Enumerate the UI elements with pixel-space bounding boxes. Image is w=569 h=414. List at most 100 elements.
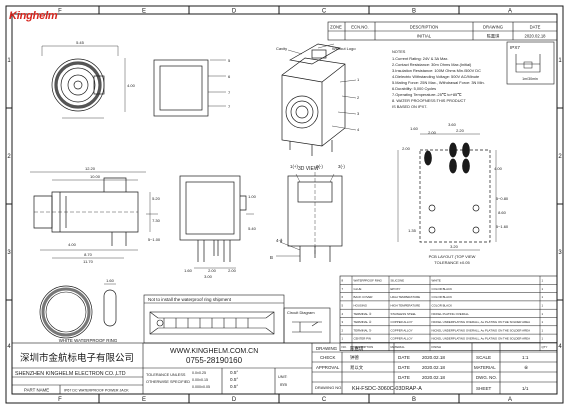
col-label: A <box>508 9 512 15</box>
note-line: 3.Insulation Resistance: 100M Ohms Min./… <box>392 68 481 73</box>
bom-cell: COLOR BLACK <box>432 287 453 291</box>
bom-cell: EPOXY <box>391 287 401 291</box>
col-label: D <box>232 397 237 403</box>
dim-label: 3.60 <box>448 122 457 127</box>
side-top-view <box>153 59 226 117</box>
company-cn: 深圳市金航标电子有限公司 <box>20 352 134 364</box>
dim-label: 5~0.80 <box>496 196 509 201</box>
website: WWW.KINGHELM.COM.CN <box>170 348 258 355</box>
warning-text: Not to install the waterproof ring shipm… <box>148 297 232 302</box>
ipx7-box: IPX7 1m/30min <box>506 41 555 85</box>
pcb-dims: 1.60 2.00 2.20 3.60 2.00 4.00 5~0.80 8.6… <box>402 122 509 265</box>
col-label: E <box>142 9 146 15</box>
dim-label: 2.00 <box>428 130 437 135</box>
part-name: IP67 DC WATERPROOF POWER JACK <box>64 389 129 393</box>
col-label: B <box>412 9 416 15</box>
callout: 7 <box>228 90 231 95</box>
note-line: 7.Operating Temperature:-25℃ to+85℃ <box>392 92 462 97</box>
dim-label: 5~1.00 <box>148 237 161 242</box>
row-label: 2 <box>558 154 562 160</box>
rev-header: DATE <box>530 25 541 30</box>
bom-cell: NICKEL UNDERPLATING OVERALL, Au PLATING … <box>432 328 531 332</box>
front-dims: 12.20 10.00 5.20 7.30 5~1.00 4.00 8.70 1… <box>68 166 161 264</box>
dim-label: 1.60 <box>410 126 419 131</box>
rev-header: ECN.NO. <box>351 25 368 30</box>
tol-value: 0.00±0.15 <box>192 378 208 382</box>
material-label: MATERIAL <box>474 365 496 370</box>
col-label: A <box>508 397 512 403</box>
bom-cell: 2 <box>342 328 344 332</box>
dim-label: 3.20 <box>450 244 459 249</box>
dim-label: 4.00 <box>494 166 503 171</box>
rev-header: DESCRIPTION <box>410 25 439 30</box>
ipx7-unit: 1m/30min <box>522 77 538 81</box>
callout: 5 <box>228 58 231 63</box>
callout: 1 <box>357 77 360 82</box>
callout: 6 <box>228 74 231 79</box>
rev-header: DRAWING <box>483 25 503 30</box>
bom-cell: 1 <box>542 312 544 316</box>
col-label: E <box>142 397 146 403</box>
bom-cell: 1 <box>542 295 544 299</box>
bom-cell: 3 <box>342 320 344 324</box>
dim-label: 5.45 <box>76 40 85 45</box>
ipx7-title: IPX7 <box>510 45 520 50</box>
bom-cell: HIGH TEMPERATURE <box>391 295 421 299</box>
dim-label: 2.00 <box>228 268 237 273</box>
bom-header-cell: DESCRIPTION <box>354 345 374 349</box>
date-value: 2020.02.18 <box>422 365 445 370</box>
rev-cell: 陈嘉琪 <box>487 33 500 40</box>
pin-view-dims: 1.60 2.00 2.00 3.00 1.00 5.40 <box>184 194 257 279</box>
row-label: 4 <box>7 344 11 350</box>
tolerance-note: TOLERANCE ±0.05 <box>434 260 470 265</box>
callout: 7 <box>228 104 231 109</box>
bom-cell: COPPER ALLOY <box>391 328 413 332</box>
otherwise-label: OTHERWISE SPECIFIED <box>146 380 190 384</box>
bom-cell: STAINLESS STEEL <box>391 312 417 316</box>
angle-value: 0.5° <box>230 377 238 382</box>
ring-label: WHITE WATERPROOF RING <box>59 338 118 343</box>
callout: 4 <box>357 127 360 132</box>
bom-cell: 8 <box>342 279 344 283</box>
sheet-label: SHEET <box>476 386 492 391</box>
circuit-diagram: Circuit Diagram <box>283 307 331 344</box>
column-markers-top: F E D C B A <box>58 9 512 15</box>
pin1-label: 1(+) <box>290 164 298 169</box>
bom-cell: NICKEL PLATING OVERALL <box>432 312 470 316</box>
dim-label: 12.20 <box>85 166 96 171</box>
dim-label: 5~1.60 <box>496 224 509 229</box>
row-label: 2 <box>7 154 11 160</box>
pcb-layout-label: PCB LAYOUT (TOP VIEW <box>429 254 476 259</box>
rear-view <box>276 172 343 262</box>
notes: NOTES 1.Current Rating: 24V & 3A Max. 2.… <box>392 49 485 109</box>
tolerance-label: TOLERANCE UNLESS <box>146 373 186 377</box>
dim-label: 1.35 <box>408 228 417 233</box>
tol-value: 0.0±0.25 <box>192 371 206 375</box>
dim-label: 8.70 <box>84 252 93 257</box>
dim-label: 4.00 <box>68 242 77 247</box>
dim-label: 2.20 <box>456 128 465 133</box>
bom-cell: 1 <box>342 337 344 341</box>
bom-cell: 1 <box>542 279 544 283</box>
approval-label: APPROVAL <box>316 365 340 370</box>
iso-view <box>281 43 357 156</box>
phone: 0755-28190160 <box>186 356 243 365</box>
dim-label: 1.00 <box>248 194 257 199</box>
notes-title: NOTES <box>392 49 406 54</box>
sheet-value: 1/1 <box>522 386 529 391</box>
bom-cell: TERMINAL ③ <box>354 312 372 316</box>
bom-cell: NICKEL UNDERPLATING OVERALL, Au PLATING … <box>432 337 531 341</box>
note-line: 5.Mating Force: 25N Max., Withdrawal For… <box>392 80 485 85</box>
bom-cell: TERMINAL ① <box>354 328 372 332</box>
waterproof-ring <box>39 283 117 339</box>
bom-header-cell: FINISH <box>432 345 441 349</box>
bom-cell: TERMINAL ② <box>354 320 372 324</box>
company-en: SHENZHEN KINGHELM ELECTRON CO.,LTD <box>15 371 126 377</box>
bom-cell: HOUSING <box>354 304 368 308</box>
note-line: IS BASED ON IPX7. <box>392 104 427 109</box>
pin-callout: 4-ϕ <box>276 238 283 243</box>
rev-cell: INITIAL <box>417 34 432 39</box>
row-label: 1 <box>7 58 11 64</box>
bom-cell: 5 <box>342 304 344 308</box>
